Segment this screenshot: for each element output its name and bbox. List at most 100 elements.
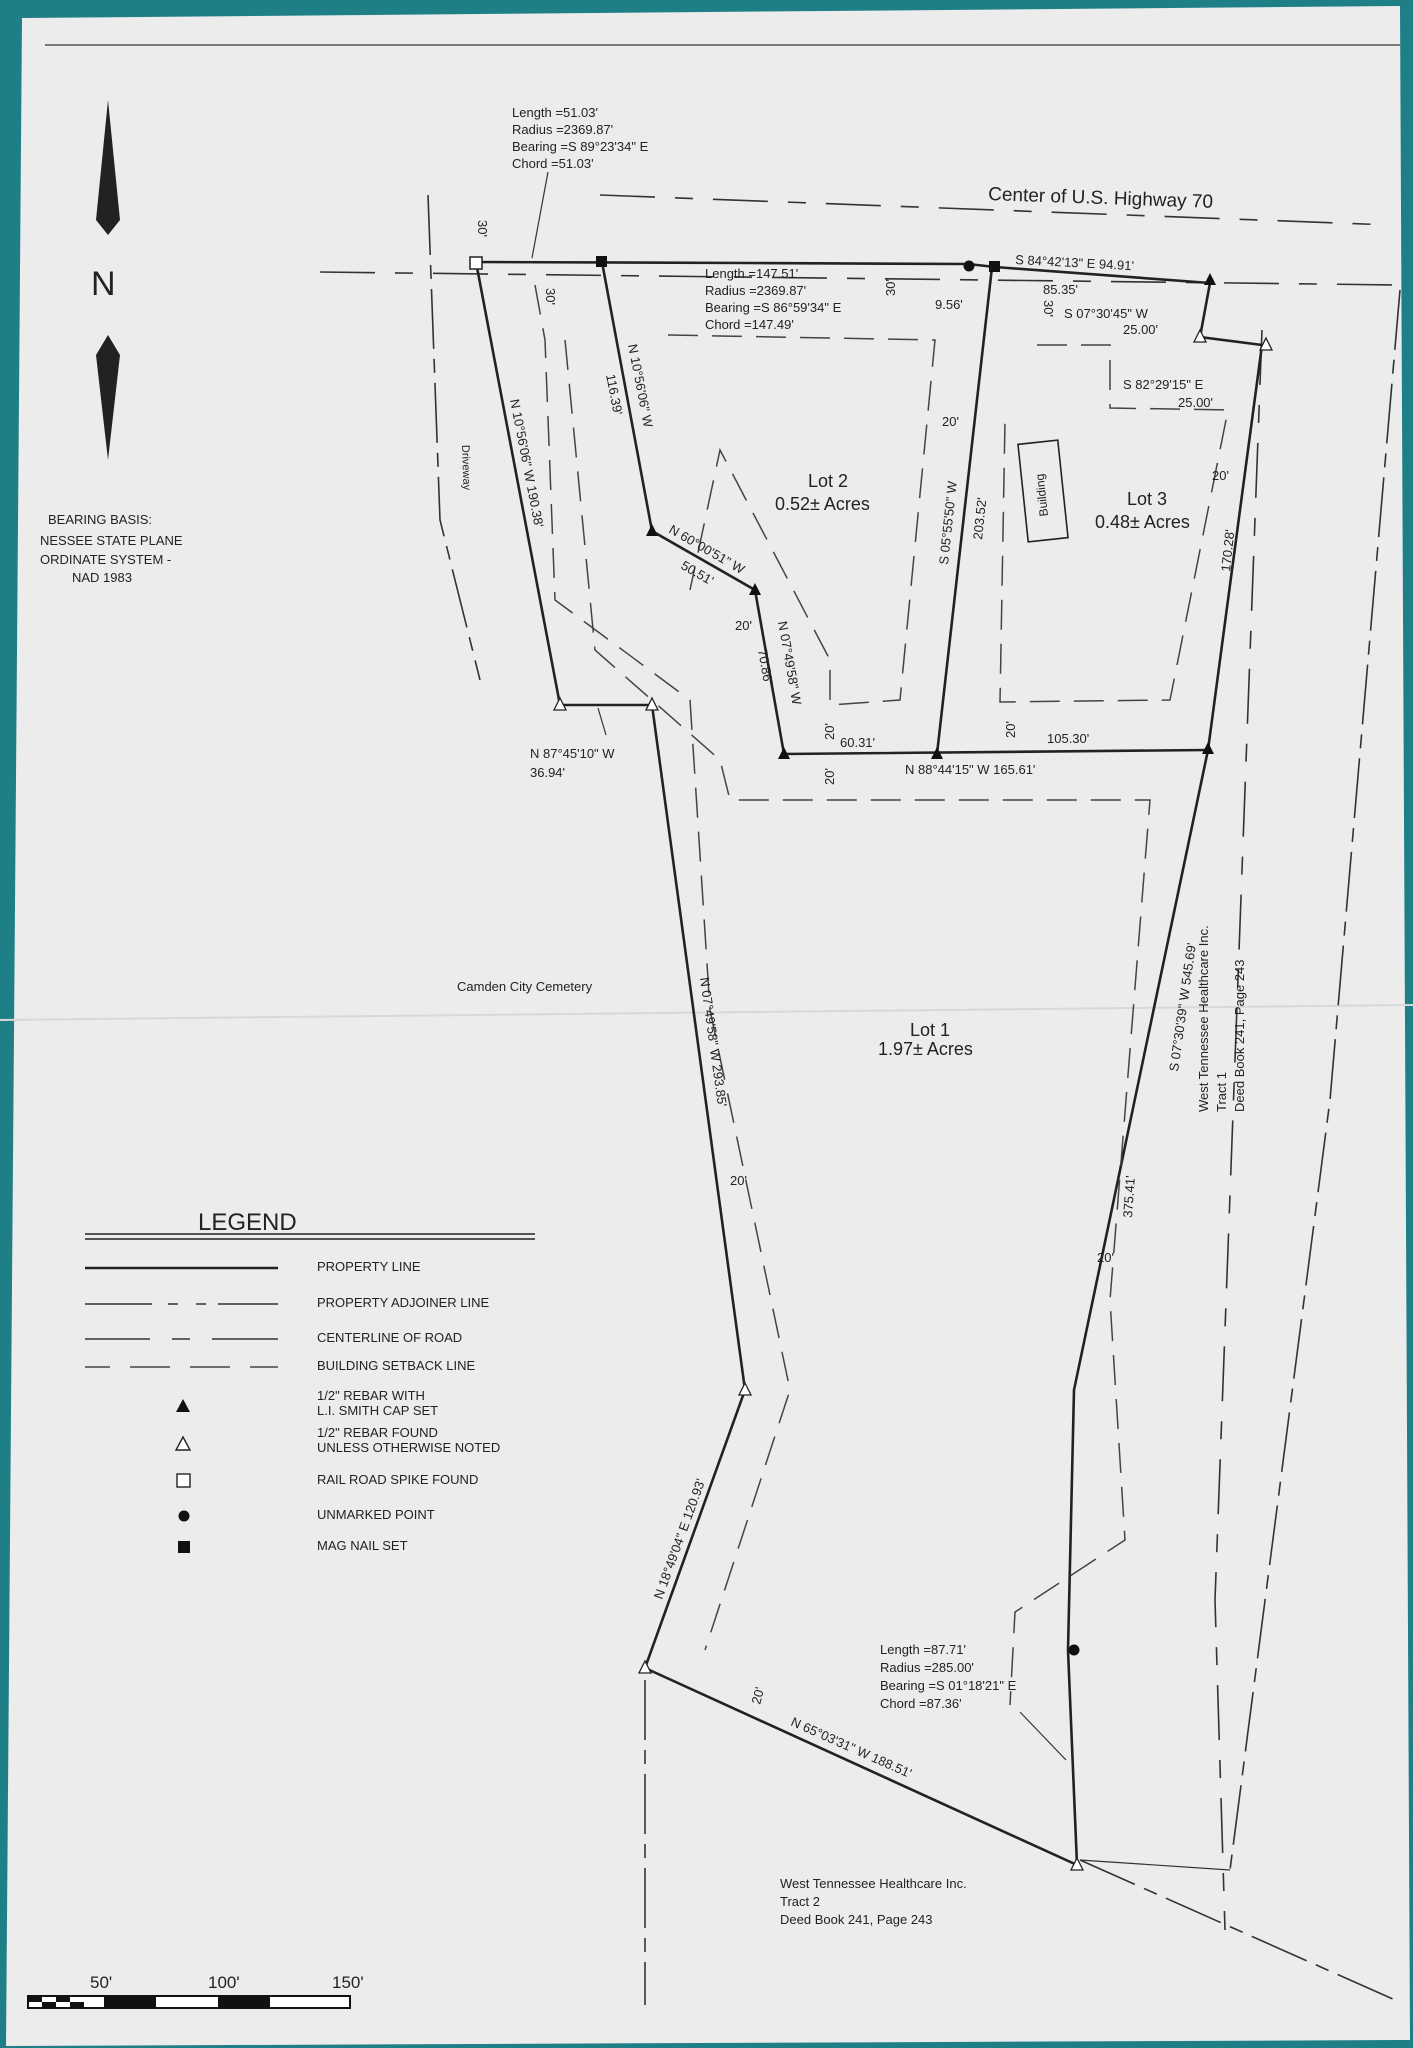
call-105-30: 105.30' (1047, 731, 1089, 746)
call-70-86: 70.86' (755, 648, 776, 685)
paper-sheet (6, 6, 1410, 2046)
legend-label-unmarked-point: UNMARKED POINT (317, 1507, 435, 1522)
paper-fold (0, 1004, 1413, 1021)
legend-label-setback-line: BUILDING SETBACK LINE (317, 1358, 476, 1373)
adjoiner-bottom-line-1: West Tennessee Healthcare Inc. (780, 1876, 967, 1891)
unmarked-point-marker-2 (1068, 1644, 1080, 1656)
setback-20-2: 20' (1212, 468, 1229, 483)
legend-label-rail-road-spike: RAIL ROAD SPIKE FOUND (317, 1472, 478, 1487)
property-line-lot1-outer (474, 261, 1264, 1868)
call-n88: N 88°44'15" W 165.61' (905, 762, 1035, 777)
setback-20-4: 20' (822, 723, 837, 740)
curve-bottom-line-4: Chord =87.36' (880, 1696, 962, 1711)
bearing-basis-line-4: NAD 1983 (72, 570, 132, 585)
property-line-lot2-lot3-divide (935, 266, 994, 755)
highway-edge-line (599, 194, 1391, 226)
setback-30-4: 30' (1041, 300, 1056, 317)
rebar-set-marker-4 (778, 747, 790, 759)
legend-label-rebar-found: 1/2" REBAR FOUND (317, 1425, 438, 1440)
call-85-35: 85.35' (1043, 282, 1078, 297)
call-n87: N 87°45'10" W (530, 746, 615, 761)
north-arrow-label: N (91, 265, 116, 303)
setback-20-5: 20' (822, 768, 837, 785)
bearing-basis-line-2: NESSEE STATE PLANE (40, 533, 183, 548)
curve-top-left-line-4: Chord =51.03' (512, 156, 594, 171)
legend-label-centerline: CENTERLINE OF ROAD (317, 1330, 462, 1345)
setback-20-9: 20' (748, 1686, 767, 1706)
adjoiner-bottom-note: West Tennessee Healthcare Inc. Tract 2 D… (780, 1876, 967, 1927)
legend-title: LEGEND (198, 1209, 297, 1236)
call-s82-29-15: S 82°29'15" E (1123, 377, 1204, 392)
adjoiner-right-line-3: Deed Book 241, Page 243 (1232, 959, 1247, 1112)
lot2-name: Lot 2 (808, 471, 848, 491)
setback-line-lot1-west (534, 284, 791, 1651)
setback-line-lot3 (999, 344, 1229, 703)
legend-rebar-found-symbol (174, 1435, 192, 1451)
call-25-b: 25.00' (1178, 395, 1213, 410)
curve-top-left-line-2: Radius =2369.87' (512, 122, 613, 137)
setback-30-3: 30' (883, 279, 898, 296)
rebar-set-marker-1 (1204, 273, 1216, 285)
rebar-set-marker-2 (646, 524, 658, 536)
adjoiner-right-note: West Tennessee Healthcare Inc. Tract 1 D… (1196, 925, 1247, 1112)
lot1-area: 1.97± Acres (878, 1039, 973, 1059)
setback-20-8: 20' (1097, 1250, 1114, 1265)
bearing-basis-line-1: BEARING BASIS: (48, 512, 152, 527)
legend-unmarked-point-symbol (178, 1510, 190, 1522)
lot1-name: Lot 1 (910, 1020, 950, 1040)
adjoiner-bottom-line (1079, 1859, 1396, 2001)
legend-label-property-line: PROPERTY LINE (317, 1259, 421, 1274)
rebar-found-marker-6 (1192, 328, 1208, 343)
curve-top-left-leader (531, 171, 549, 259)
monuments (469, 256, 1274, 1871)
curve-data-bottom: Length =87.71' Radius =285.00' Bearing =… (880, 1642, 1067, 1761)
highway-centerline (319, 271, 1401, 286)
legend-label-rebar-found-2: UNLESS OTHERWISE NOTED (317, 1440, 500, 1455)
call-25-a: 25.00' (1123, 322, 1158, 337)
curve-top-left-line-1: Length =51.03' (512, 105, 598, 120)
curve-bottom-line-3: Bearing =S 01°18'21" E (880, 1678, 1017, 1693)
building-outline (1017, 439, 1069, 543)
mag-nail-marker-2 (989, 261, 1000, 272)
mag-nail-marker-1 (596, 256, 607, 267)
lot3-area: 0.48± Acres (1095, 512, 1190, 532)
curve-bottom-line-2: Radius =285.00' (880, 1660, 974, 1675)
call-36-94: 36.94' (530, 765, 565, 780)
curve-data-top-mid: Length =147.51' Radius =2369.87' Bearing… (705, 266, 842, 332)
adjoiner-right-line-2: Tract 1 (1214, 1072, 1229, 1112)
rebar-set-marker-5 (931, 747, 943, 759)
adjoiner-right-line-1: West Tennessee Healthcare Inc. (1196, 925, 1211, 1112)
bearing-basis-note: BEARING BASIS: NESSEE STATE PLANE ORDINA… (40, 512, 183, 585)
rebar-found-marker-7 (1258, 336, 1274, 351)
call-top-right: S 84°42'13" E 94.91' (1015, 252, 1134, 273)
rebar-found-marker-2 (644, 696, 660, 711)
call-203-52: 203.52' (970, 497, 989, 541)
setback-line-lot1 (564, 339, 1151, 1706)
legend-label-rebar-set-2: L.I. SMITH CAP SET (317, 1403, 438, 1418)
call-n87-leader (597, 707, 607, 736)
curve-top-mid-line-1: Length =147.51' (705, 266, 798, 281)
rebar-found-marker-5 (1069, 1856, 1085, 1871)
building-label: Building (1033, 473, 1051, 517)
adjoiner-left-line (427, 194, 481, 681)
legend-mag-nail-symbol (178, 1541, 190, 1553)
unmarked-point-marker-1 (963, 260, 975, 272)
scale-bar: 50' 100' 150' (27, 1973, 364, 2009)
curve-data-top-left: Length =51.03' Radius =2369.87' Bearing … (512, 105, 649, 259)
setback-labels: 30' 30' 30' 30' 20' 20' 20' 20' 20' 20' … (475, 220, 1229, 1706)
legend-label-mag-nail: MAG NAIL SET (317, 1538, 408, 1553)
scale-label-150: 150' (332, 1973, 364, 1992)
call-375-41: 375.41' (1120, 1175, 1138, 1218)
rebar-set-marker-6 (1202, 742, 1214, 754)
setback-30-2: 30' (543, 288, 558, 305)
lot3-name: Lot 3 (1127, 489, 1167, 509)
call-60-31: 60.31' (840, 735, 875, 750)
lot2-area: 0.52± Acres (775, 494, 870, 514)
legend-rebar-set-symbol (176, 1399, 190, 1412)
curve-bottom-leader (1019, 1711, 1067, 1761)
setback-20-3: 20' (735, 618, 752, 633)
setback-20-6: 20' (1003, 721, 1018, 738)
bearing-basis-line-3: ORDINATE SYSTEM - (40, 552, 171, 567)
rebar-found-marker-3 (737, 1381, 753, 1396)
